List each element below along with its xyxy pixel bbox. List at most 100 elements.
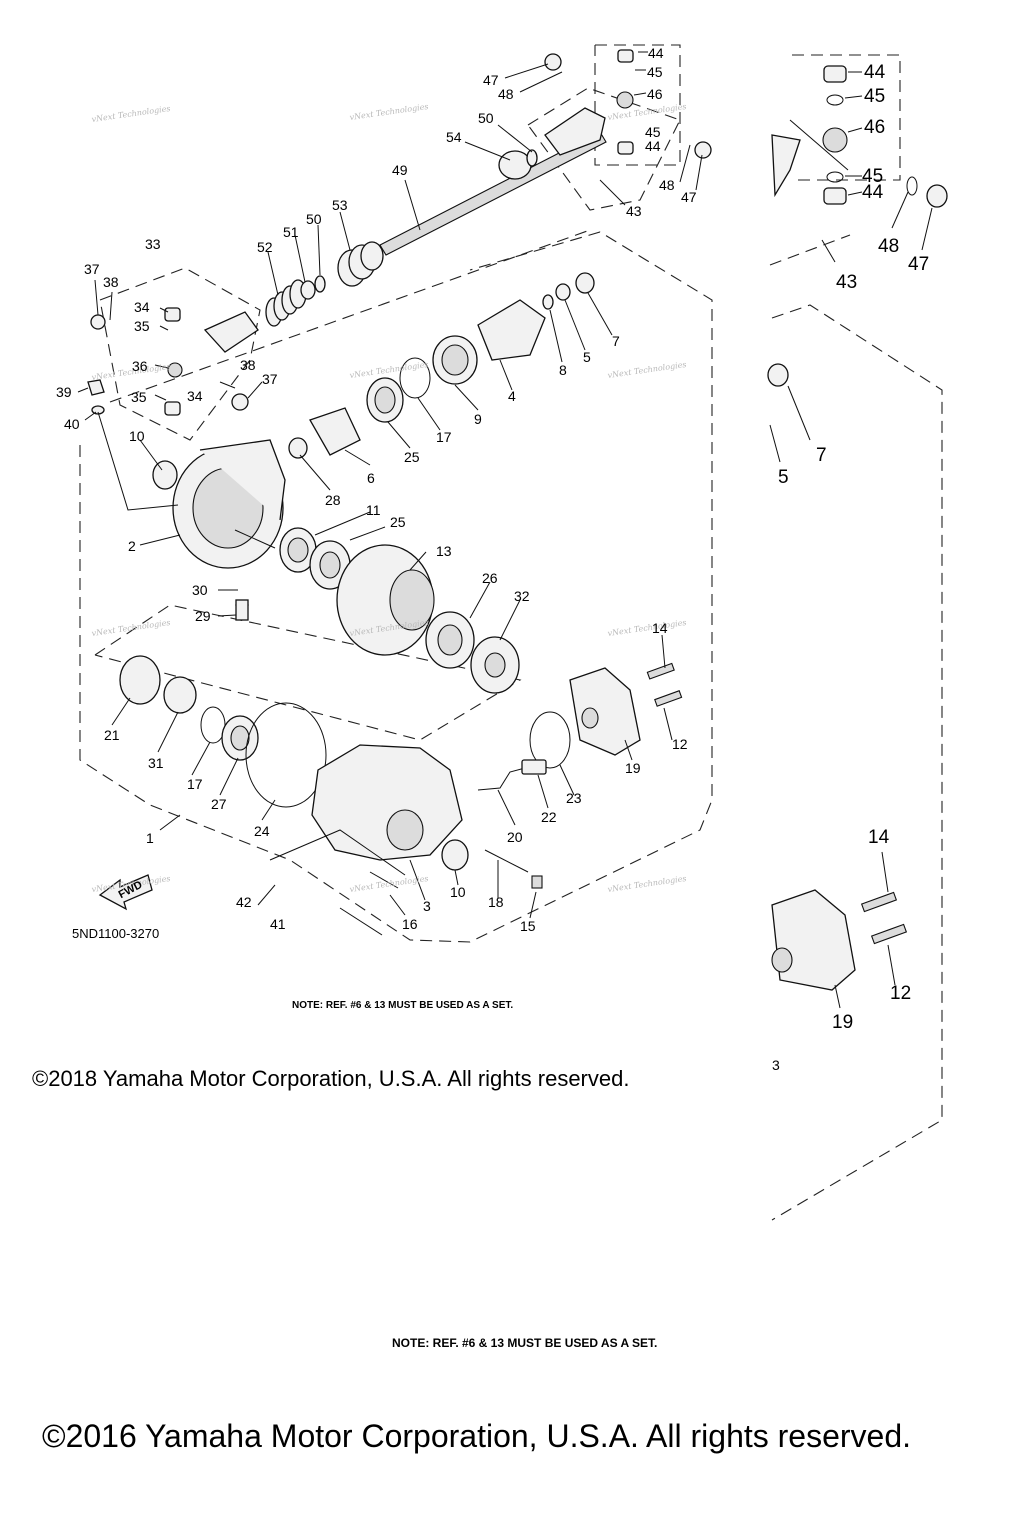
callout: 9 — [474, 411, 482, 427]
callout: 29 — [195, 608, 211, 624]
case-3 — [311, 744, 463, 861]
callout: 43 — [836, 272, 857, 293]
callout: 27 — [211, 796, 227, 812]
boot-53 — [337, 241, 384, 287]
callout: 40 — [64, 416, 80, 432]
callout: 1 — [146, 830, 154, 846]
callout: 3 — [423, 898, 431, 914]
callout: 47 — [908, 254, 929, 275]
watermark: vNext Technologies — [349, 102, 429, 122]
watermark: vNext Technologies — [607, 360, 687, 380]
callout: 19 — [625, 760, 641, 776]
callout: 45 — [864, 86, 885, 107]
callout: 10 — [450, 884, 466, 900]
callout: 25 — [390, 514, 406, 530]
callout: 51 — [283, 224, 299, 240]
callout: 14 — [652, 620, 668, 636]
callout: 41 — [270, 916, 286, 932]
watermark: vNext Technologies — [91, 618, 171, 638]
callout: 48 — [498, 86, 514, 102]
watermark: vNext Technologies — [349, 360, 429, 380]
callout: 10 — [129, 428, 145, 444]
callout: 12 — [890, 983, 911, 1004]
callout: 48 — [878, 236, 899, 257]
callout: 35 — [131, 389, 147, 405]
callout: 48 — [659, 177, 675, 193]
callout: 18 — [488, 894, 504, 910]
callout: 44 — [864, 62, 886, 83]
note-set-warning: NOTE: REF. #6 & 13 MUST BE USED AS A SET… — [292, 1000, 514, 1011]
housing-2 — [172, 439, 286, 569]
callout: 32 — [514, 588, 530, 604]
callout: 43 — [626, 203, 642, 219]
callout: 38 — [240, 357, 256, 373]
callout: 16 — [402, 916, 418, 932]
callout: 5 — [778, 467, 789, 488]
callout: 45 — [645, 124, 661, 140]
callout: 22 — [541, 809, 557, 825]
callout: 54 — [446, 129, 462, 145]
callout: 7 — [816, 445, 827, 466]
callouts-zoom: 44 45 46 45 44 48 47 43 7 5 14 12 19 3 — [772, 62, 929, 1073]
callout: 47 — [681, 189, 697, 205]
callouts-main: 1 2 3 4 5 6 7 8 9 10 10 11 12 13 14 15 1… — [56, 45, 697, 934]
callout: 44 — [645, 138, 661, 154]
callout: 11 — [366, 502, 381, 518]
callout: 13 — [436, 543, 452, 559]
actuator-19-zoom — [771, 889, 856, 991]
callout: 25 — [404, 449, 420, 465]
callout: 50 — [306, 211, 322, 227]
copyright-2016: ©2016 Yamaha Motor Corporation, U.S.A. A… — [42, 1418, 912, 1454]
callout: 46 — [647, 86, 663, 102]
callout: 20 — [507, 829, 523, 845]
callout: 50 — [478, 110, 494, 126]
actuator-19 — [569, 667, 641, 756]
callout: 7 — [612, 333, 620, 349]
copyright-2018: ©2018 Yamaha Motor Corporation, U.S.A. A… — [32, 1066, 630, 1091]
spring-52 — [265, 279, 307, 327]
callout: 31 — [148, 755, 164, 771]
note-set-warning-large: NOTE: REF. #6 & 13 MUST BE USED AS A SET… — [392, 1336, 658, 1350]
callout: 2 — [128, 538, 136, 554]
callout: 36 — [132, 358, 148, 374]
callout: 15 — [520, 918, 536, 934]
assembly-boundaries — [79, 44, 943, 1221]
leader-lines — [77, 51, 933, 1009]
callout: 3 — [772, 1057, 780, 1073]
watermark: vNext Technologies — [349, 874, 429, 894]
callout: 52 — [257, 239, 273, 255]
callout: 34 — [187, 388, 203, 404]
callout: 14 — [868, 827, 890, 848]
callout: 19 — [832, 1012, 853, 1033]
callout: 21 — [104, 727, 120, 743]
callout: 4 — [508, 388, 516, 404]
callout: 24 — [254, 823, 270, 839]
watermark: vNext Technologies — [91, 362, 171, 382]
parts — [87, 49, 948, 991]
watermark: vNext Technologies — [91, 104, 171, 124]
watermark: vNext Technologies — [607, 618, 687, 638]
callout: 44 — [862, 182, 884, 203]
callout: 37 — [84, 261, 100, 277]
callout: 46 — [864, 117, 885, 138]
callout: 30 — [192, 582, 208, 598]
callout: 17 — [187, 776, 203, 792]
callout: 35 — [134, 318, 150, 334]
callout: 12 — [672, 736, 688, 752]
callout: 37 — [262, 371, 278, 387]
diagram-code: 5ND1100-3270 — [72, 926, 160, 941]
callout: 44 — [648, 45, 664, 61]
callout: 39 — [56, 384, 72, 400]
callout: 45 — [647, 64, 663, 80]
callout: 42 — [236, 894, 252, 910]
callout: 53 — [332, 197, 348, 213]
callout: 49 — [392, 162, 408, 178]
callout: 6 — [367, 470, 375, 486]
callout: 33 — [145, 236, 161, 252]
callout: 28 — [325, 492, 341, 508]
watermark: vNext Technologies — [607, 874, 687, 894]
callout: 38 — [103, 274, 119, 290]
callout: 8 — [559, 362, 567, 378]
callout: 47 — [483, 72, 499, 88]
